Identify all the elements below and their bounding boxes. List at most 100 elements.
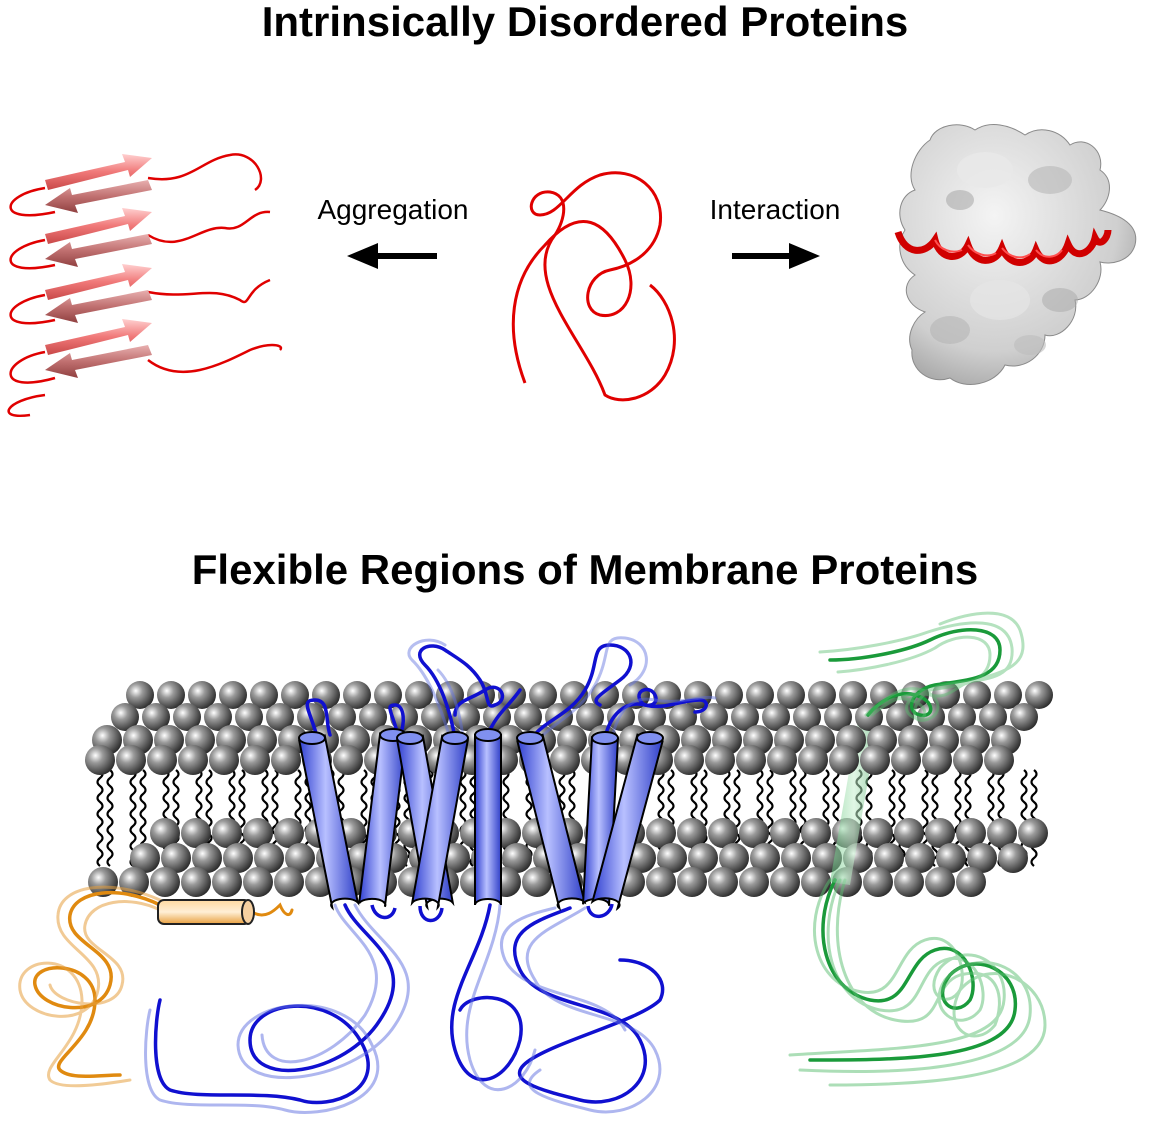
lipid-head: [235, 703, 263, 731]
lipid-head: [333, 745, 363, 775]
lipid-head: [285, 843, 315, 873]
lipid-head: [948, 703, 976, 731]
lipid-tail: [898, 769, 906, 867]
lipid-head: [1010, 703, 1038, 731]
lipid-head: [343, 681, 371, 709]
lipid-head: [126, 681, 154, 709]
lipid-head: [243, 867, 273, 897]
lipid-head: [936, 843, 966, 873]
lipid-head: [550, 745, 580, 775]
lipid-head: [161, 843, 191, 873]
title-intrinsically-disordered: Intrinsically Disordered Proteins: [262, 0, 909, 45]
lipid-head: [705, 745, 735, 775]
lipid-head: [700, 703, 728, 731]
lipid-tail: [96, 769, 104, 867]
lipid-head: [181, 867, 211, 897]
lipid-head: [767, 745, 797, 775]
aggregation-label: Aggregation: [317, 194, 468, 225]
lipid-head: [925, 818, 955, 848]
transmembrane-helix: [410, 731, 469, 911]
lipid-head: [657, 843, 687, 873]
lipid-head: [777, 681, 805, 709]
lipid-head: [638, 703, 666, 731]
lipid-head: [111, 703, 139, 731]
orange-helix: [157, 899, 255, 925]
lipid-head: [274, 818, 304, 848]
lipid-head: [762, 703, 790, 731]
lipid-head: [731, 703, 759, 731]
lipid-head: [646, 867, 676, 897]
lipid-head: [855, 703, 883, 731]
lipid-head: [894, 818, 924, 848]
lipid-head: [979, 703, 1007, 731]
lipid-head: [271, 745, 301, 775]
lipid-head: [863, 867, 893, 897]
lipid-head: [421, 703, 449, 731]
lipid-head: [708, 867, 738, 897]
blue-helix-bottom-loops: [370, 903, 614, 923]
lipid-head: [987, 818, 1017, 848]
green-extracellular-region: [818, 611, 1025, 722]
upper-leaflet-heads: [85, 681, 1053, 775]
lipid-head: [529, 681, 557, 709]
aggregation-arrow: [347, 243, 437, 269]
lipid-head: [1025, 681, 1053, 709]
lipid-head: [801, 818, 831, 848]
lipid-head: [219, 681, 247, 709]
lipid-head: [860, 745, 890, 775]
transmembrane-helix: [590, 731, 664, 912]
lipid-head: [963, 681, 991, 709]
lipid-head: [994, 681, 1022, 709]
interaction-arrow: [732, 243, 820, 269]
transmembrane-helix: [298, 731, 360, 911]
disordered-chain: [511, 171, 676, 402]
lipid-head: [653, 681, 681, 709]
lipid-tail: [931, 769, 939, 867]
lipid-head: [891, 745, 921, 775]
lipid-head: [798, 745, 828, 775]
lipid-head: [894, 867, 924, 897]
lipid-head: [522, 867, 552, 897]
lipid-head: [142, 703, 170, 731]
lipid-head: [502, 843, 532, 873]
lipid-head: [905, 843, 935, 873]
lipid-head: [646, 818, 676, 848]
lipid-head: [801, 867, 831, 897]
lipid-head: [736, 745, 766, 775]
lipid-head: [715, 681, 743, 709]
blue-cytoplasmic-loops: [144, 903, 665, 1114]
lipid-head: [781, 843, 811, 873]
lipid-head: [178, 745, 208, 775]
title-flexible-regions: Flexible Regions of Membrane Proteins: [192, 546, 979, 593]
lipid-head: [922, 745, 952, 775]
interaction-label: Interaction: [710, 194, 841, 225]
lipid-head: [405, 681, 433, 709]
beta-sheet-aggregate: [7, 153, 283, 418]
lipid-head: [669, 703, 697, 731]
lipid-head: [173, 703, 201, 731]
lipid-head: [708, 818, 738, 848]
bound-helix-highlight: [934, 239, 1063, 259]
lipid-head: [770, 867, 800, 897]
lipid-head: [925, 867, 955, 897]
lipid-head: [514, 703, 542, 731]
lipid-head: [746, 681, 774, 709]
lipid-head: [498, 681, 526, 709]
lipid-head: [181, 818, 211, 848]
lipid-head: [436, 681, 464, 709]
lipid-head: [188, 681, 216, 709]
lipid-head: [157, 681, 185, 709]
lipid-head: [829, 745, 859, 775]
lipid-head: [953, 745, 983, 775]
lipid-head: [932, 681, 960, 709]
lipid-head: [677, 867, 707, 897]
lipid-head: [677, 818, 707, 848]
blue-extracellular-loops: [305, 636, 717, 742]
beta-strands: [45, 154, 152, 378]
lipid-head: [956, 867, 986, 897]
lipid-head: [266, 703, 294, 731]
orange-tail: [18, 885, 294, 1088]
lipid-head: [967, 843, 997, 873]
lipid-head: [917, 703, 945, 731]
lipid-head: [212, 867, 242, 897]
